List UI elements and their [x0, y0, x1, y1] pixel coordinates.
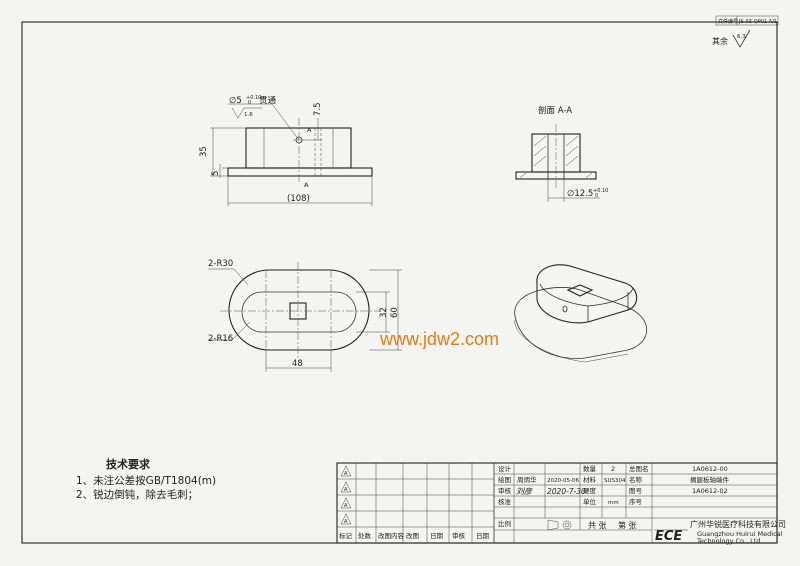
prop-hardness-label: 硬度	[583, 486, 597, 495]
rev-header-mark: 标记	[339, 531, 353, 540]
role-draw: 绘图	[498, 475, 511, 484]
svg-text:0: 0	[248, 100, 251, 106]
rev-header-date: 日期	[430, 532, 444, 540]
rev-header-change: 改图	[406, 531, 419, 540]
dim-35: 35	[199, 146, 209, 157]
roughness-value: 6.3	[737, 34, 746, 40]
checker-signature: 刘彦	[516, 487, 533, 496]
field-assembly-value: 1A0612-00	[692, 465, 728, 473]
doc-number-value: JS-03-QP01 A/1	[738, 19, 777, 25]
rev-header-date-2: 日期	[476, 532, 490, 540]
svg-text:A: A	[344, 503, 348, 509]
iso-square-hole	[566, 284, 594, 297]
company-name-en-2: Technology Co., Ltd	[696, 537, 760, 545]
section-mark-bottom: A	[304, 181, 309, 189]
dim-2-r30: 2-R30	[208, 259, 233, 269]
role-scale: 比例	[498, 519, 511, 528]
role-design: 设计	[498, 464, 512, 473]
field-drawing-value: 1A0612-02	[692, 487, 728, 495]
section-title: 剖面 A-A	[538, 105, 572, 116]
hole-roughness: 1.6	[244, 112, 253, 118]
check-date: 2020-7-30	[547, 487, 586, 496]
prop-material-value: SUS304	[604, 478, 626, 484]
svg-text:0: 0	[595, 193, 598, 199]
general-roughness: 其余 6.3	[712, 29, 751, 48]
drawer-name: 周炳华	[517, 475, 537, 484]
prop-unit-value: mm	[608, 500, 619, 506]
sheet-number: 第 张	[618, 520, 637, 530]
svg-text:+0.10: +0.10	[246, 95, 261, 101]
prop-material-label: 材料	[583, 475, 597, 484]
dim-hole: ∅5	[229, 96, 242, 106]
tech-line-2: 2、锐边倒钝，除去毛刺；	[76, 488, 198, 501]
rev-header-content: 改图内容	[378, 531, 405, 540]
rev-header-count: 处数	[358, 531, 372, 540]
svg-text:+0.10: +0.10	[593, 188, 608, 194]
dim-through: 贯通	[259, 95, 277, 106]
section-a-a: 剖面 A-A ∅12.5 +0.10 0	[515, 105, 608, 202]
sheet-count: 共 张	[588, 521, 607, 530]
front-view: ∅5 +0.10 0 贯通 1.6 7.5 A A 35 5 (108)	[199, 95, 373, 206]
doc-number-box: 文件编号 JS-03-QP01 A/1	[715, 15, 779, 26]
title-block: A A A A 标记 处数 改图内容 改图 日期 审核 日期	[336, 462, 786, 545]
isometric-view	[514, 264, 648, 363]
svg-text:A: A	[344, 487, 348, 493]
dim-7-5: 7.5	[313, 102, 323, 116]
dim-12-5: ∅12.5	[567, 189, 593, 199]
field-drawing-label: 图号	[629, 487, 643, 495]
svg-text:A: A	[344, 519, 348, 525]
role-check: 审核	[498, 486, 512, 495]
dim-32: 32	[379, 307, 389, 318]
field-assembly-label: 总图名	[629, 464, 649, 473]
draw-date: 2020-05-06	[547, 478, 579, 484]
watermark: www.jdw2.com	[379, 329, 499, 349]
revision-symbols: A A A A	[340, 465, 352, 525]
dim-60: 60	[390, 307, 400, 318]
projection-symbol-icon	[547, 519, 572, 531]
dim-48: 48	[292, 359, 303, 369]
field-seq-label: 序号	[629, 497, 643, 506]
roughness-note: 其余	[712, 36, 728, 46]
role-approve: 核准	[498, 497, 512, 506]
prop-unit-label: 单位	[583, 497, 597, 506]
dim-108: (108)	[287, 194, 310, 204]
technical-requirements: 技术要求 1、未注公差按GB/T1804(m) 2、锐边倒钝，除去毛刺；	[76, 457, 216, 501]
company-logo: ECE	[654, 529, 688, 544]
tech-line-1: 1、未注公差按GB/T1804(m)	[76, 474, 216, 487]
prop-qty-value: 2	[611, 465, 615, 473]
doc-number-label: 文件编号	[718, 18, 738, 25]
top-view: 2-R30 2-R16 32 60 48	[208, 259, 402, 372]
company-name-en-1: Guangzhou Huirui Medical	[697, 530, 783, 538]
dim-5: 5	[211, 171, 221, 176]
svg-text:A: A	[344, 471, 348, 477]
rev-header-review: 审核	[452, 531, 466, 540]
section-mark-top: A	[307, 126, 312, 134]
prop-qty-label: 数量	[583, 464, 597, 473]
dim-2-r16: 2-R16	[208, 334, 233, 344]
svg-text:ECE: ECE	[655, 529, 682, 544]
tech-heading: 技术要求	[106, 457, 151, 471]
company-name-cn: 广州华锐医疗科技有限公司	[690, 519, 786, 529]
field-name-value: 搁腿板轴端件	[690, 475, 730, 484]
field-name-label: 名称	[629, 475, 643, 484]
